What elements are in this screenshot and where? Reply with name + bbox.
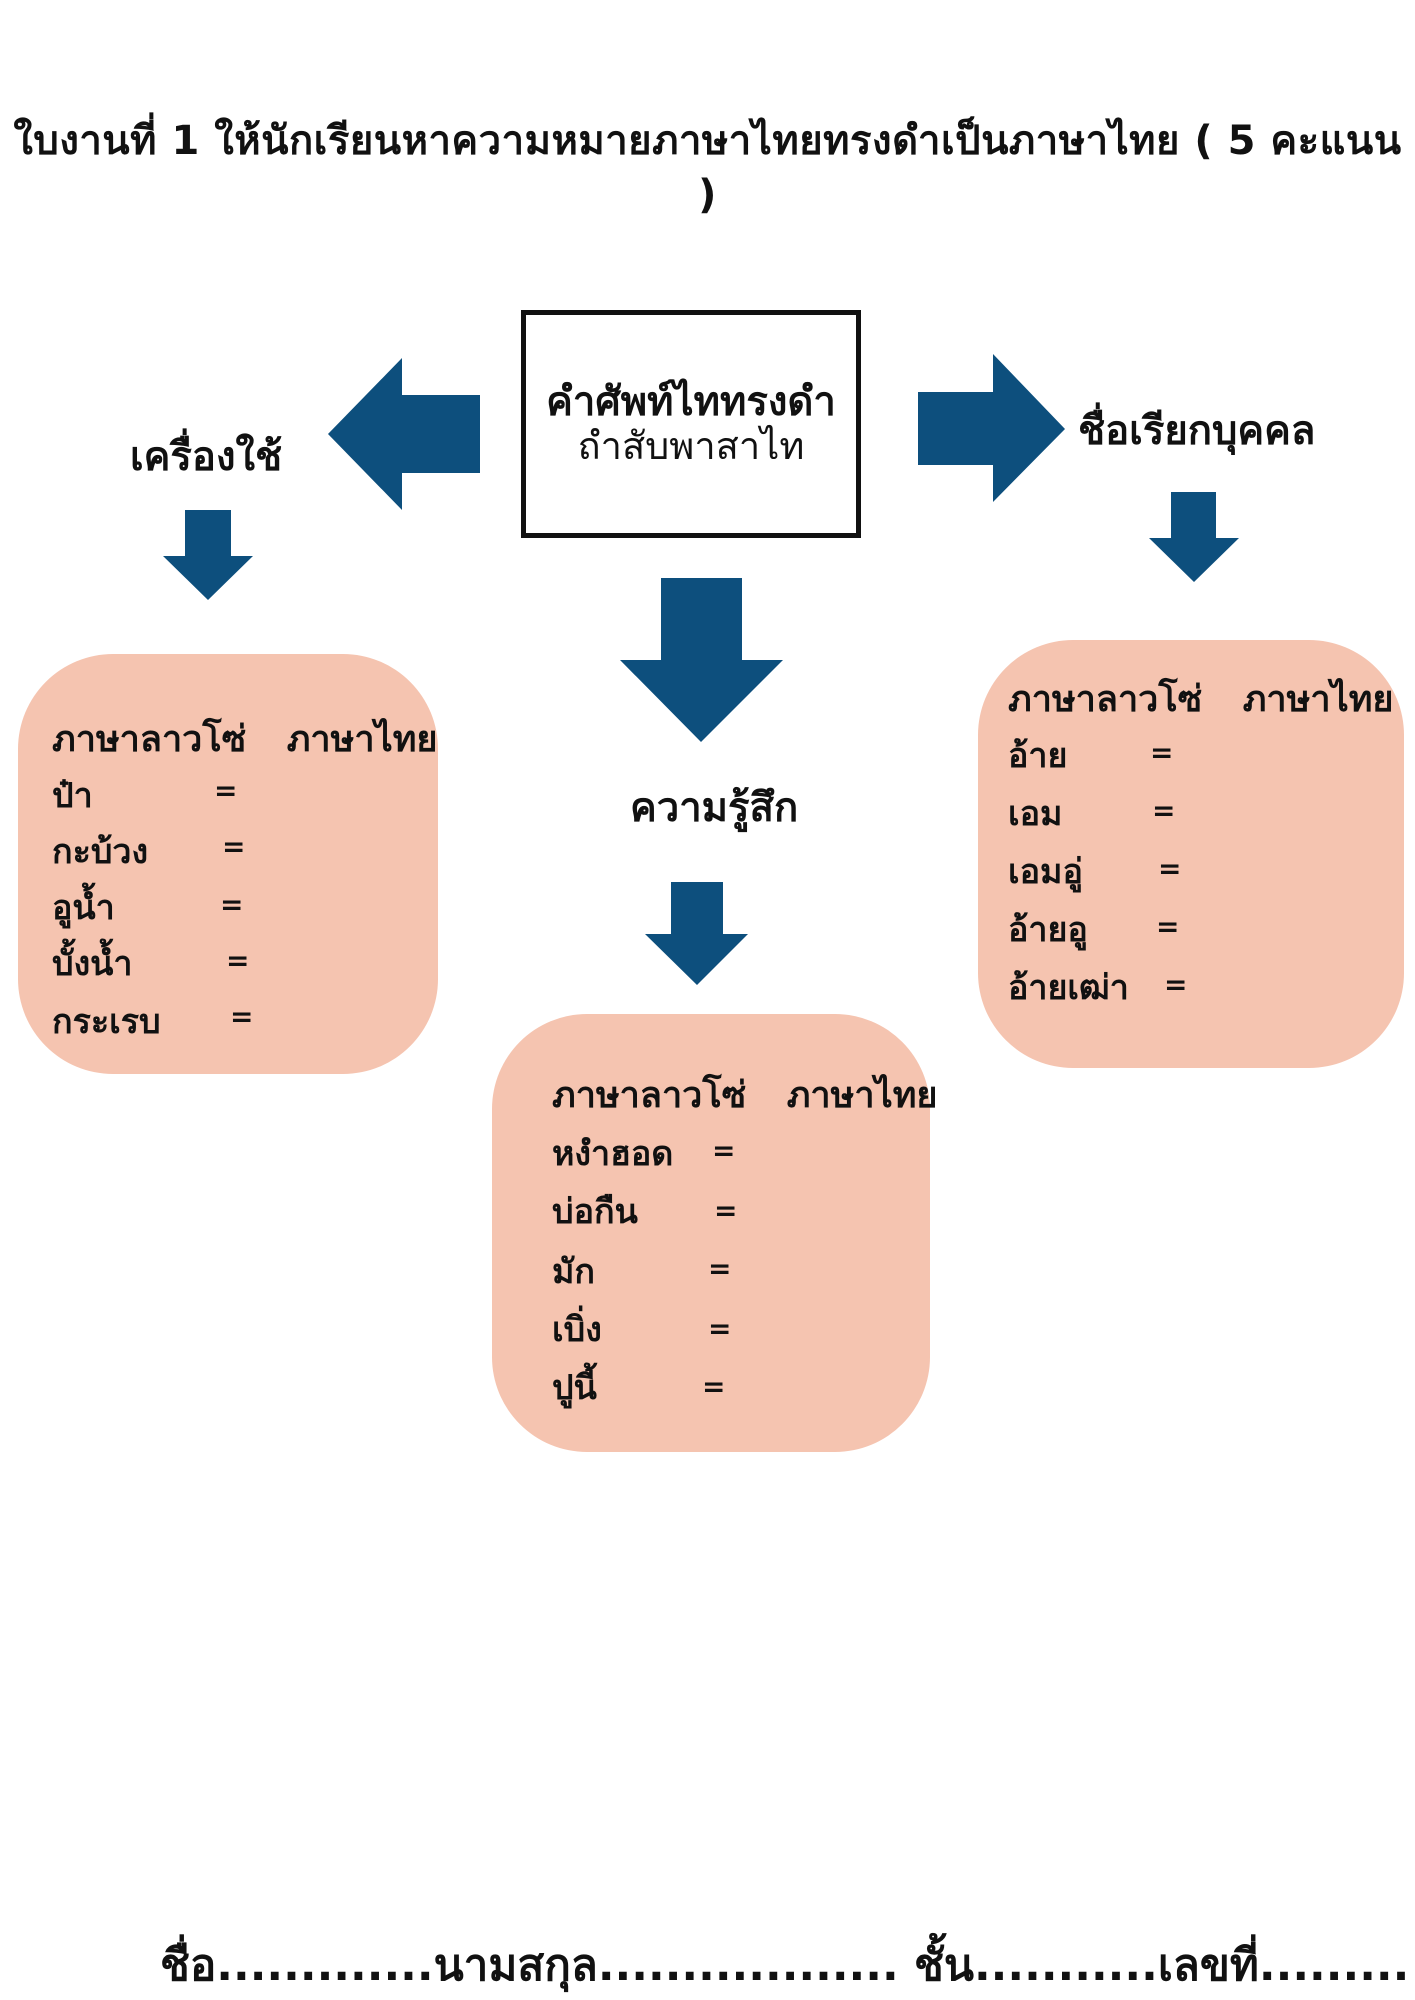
card-middle-eq-3: = (708, 1252, 732, 1285)
right-arrow-icon (918, 354, 1065, 502)
card-left-eq-4: = (226, 944, 250, 977)
card-left-row-3: อูน้ำ (52, 888, 115, 928)
card-middle-row-4: เบิ่ง (552, 1310, 602, 1350)
card-right-eq-2: = (1152, 794, 1176, 827)
card-middle-eq-4: = (708, 1312, 732, 1345)
branch-label-left: เครื่องใช้ (130, 434, 283, 480)
card-right-eq-3: = (1158, 852, 1182, 885)
card-left-header: ภาษาลาวโซ่ ภาษาไทย (52, 710, 466, 767)
card-middle-eq-2: = (714, 1194, 738, 1227)
card-left-eq-1: = (214, 774, 238, 807)
card-left-row-1: ป๋า (52, 776, 93, 816)
card-left-eq-5: = (230, 1000, 254, 1033)
card-right-head-lao: ภาษาลาวโซ่ (1008, 679, 1203, 720)
student-info-line[interactable]: ชื่อ.............นามสกุล................… (160, 1940, 1410, 1991)
card-right-row-5: อ้ายเฒ่า (1008, 968, 1129, 1008)
card-right-eq-5: = (1164, 968, 1188, 1001)
right-down-arrow-icon (1149, 492, 1239, 582)
card-left-row-4: บั้งน้ำ (52, 944, 133, 984)
card-middle-eq-1: = (712, 1134, 736, 1167)
left-arrow-icon (328, 358, 480, 510)
card-middle-row-2: บ่อกืน (552, 1192, 638, 1232)
branch-label-right: ชื่อเรียกบุคคล (1078, 408, 1316, 454)
card-right-row-1: อ้าย (1008, 736, 1068, 776)
card-left-head-lao: ภาษาลาวโซ่ (52, 719, 247, 760)
center-title: คำศัพท์ไททรงดำ (546, 379, 836, 426)
middle-down-arrow-icon (645, 882, 748, 985)
card-left-head-thai: ภาษาไทย (286, 719, 438, 760)
card-right-row-3: เอมอู่ (1008, 852, 1083, 892)
card-middle-head-lao: ภาษาลาวโซ่ (552, 1075, 747, 1116)
card-left: ภาษาลาวโซ่ ภาษาไทย ป๋า = กะบ้วง = อูน้ำ … (18, 654, 438, 1074)
card-middle-row-5: ปูนี้ (552, 1368, 597, 1408)
card-middle-eq-5: = (702, 1370, 726, 1403)
card-left-eq-3: = (220, 888, 244, 921)
left-down-arrow-icon (163, 510, 253, 600)
card-left-row-2: กะบ้วง (52, 832, 149, 872)
card-right-eq-4: = (1156, 910, 1180, 943)
card-right-head-thai: ภาษาไทย (1242, 679, 1394, 720)
center-concept-box: คำศัพท์ไททรงดำ ถำสับพาสาไท (521, 310, 861, 538)
card-right-row-2: เอม (1008, 794, 1063, 834)
center-subtitle: ถำสับพาสาไท (577, 424, 805, 469)
card-left-eq-2: = (222, 830, 246, 863)
card-right-header: ภาษาลาวโซ่ ภาษาไทย (1008, 670, 1415, 727)
card-middle-head-thai: ภาษาไทย (786, 1075, 938, 1116)
center-down-arrow-icon (620, 578, 783, 742)
card-right-row-4: อ้ายอู (1008, 910, 1088, 950)
worksheet-title: ใบงานที่ 1 ให้นักเรียนหาความหมายภาษาไทยท… (13, 118, 1402, 218)
card-left-row-5: กระเรบ (52, 1002, 161, 1042)
card-right-eq-1: = (1150, 736, 1174, 769)
card-middle-row-3: มัก (552, 1252, 595, 1292)
card-middle-header: ภาษาลาวโซ่ ภาษาไทย (552, 1066, 966, 1123)
card-middle: ภาษาลาวโซ่ ภาษาไทย หงำฮอด = บ่อกืน = มัก… (492, 1014, 938, 1452)
card-right: ภาษาลาวโซ่ ภาษาไทย อ้าย = เอม = เอมอู่ =… (978, 640, 1404, 1068)
card-middle-row-1: หงำฮอด (552, 1134, 674, 1174)
branch-label-middle: ความรู้สึก (630, 785, 799, 831)
